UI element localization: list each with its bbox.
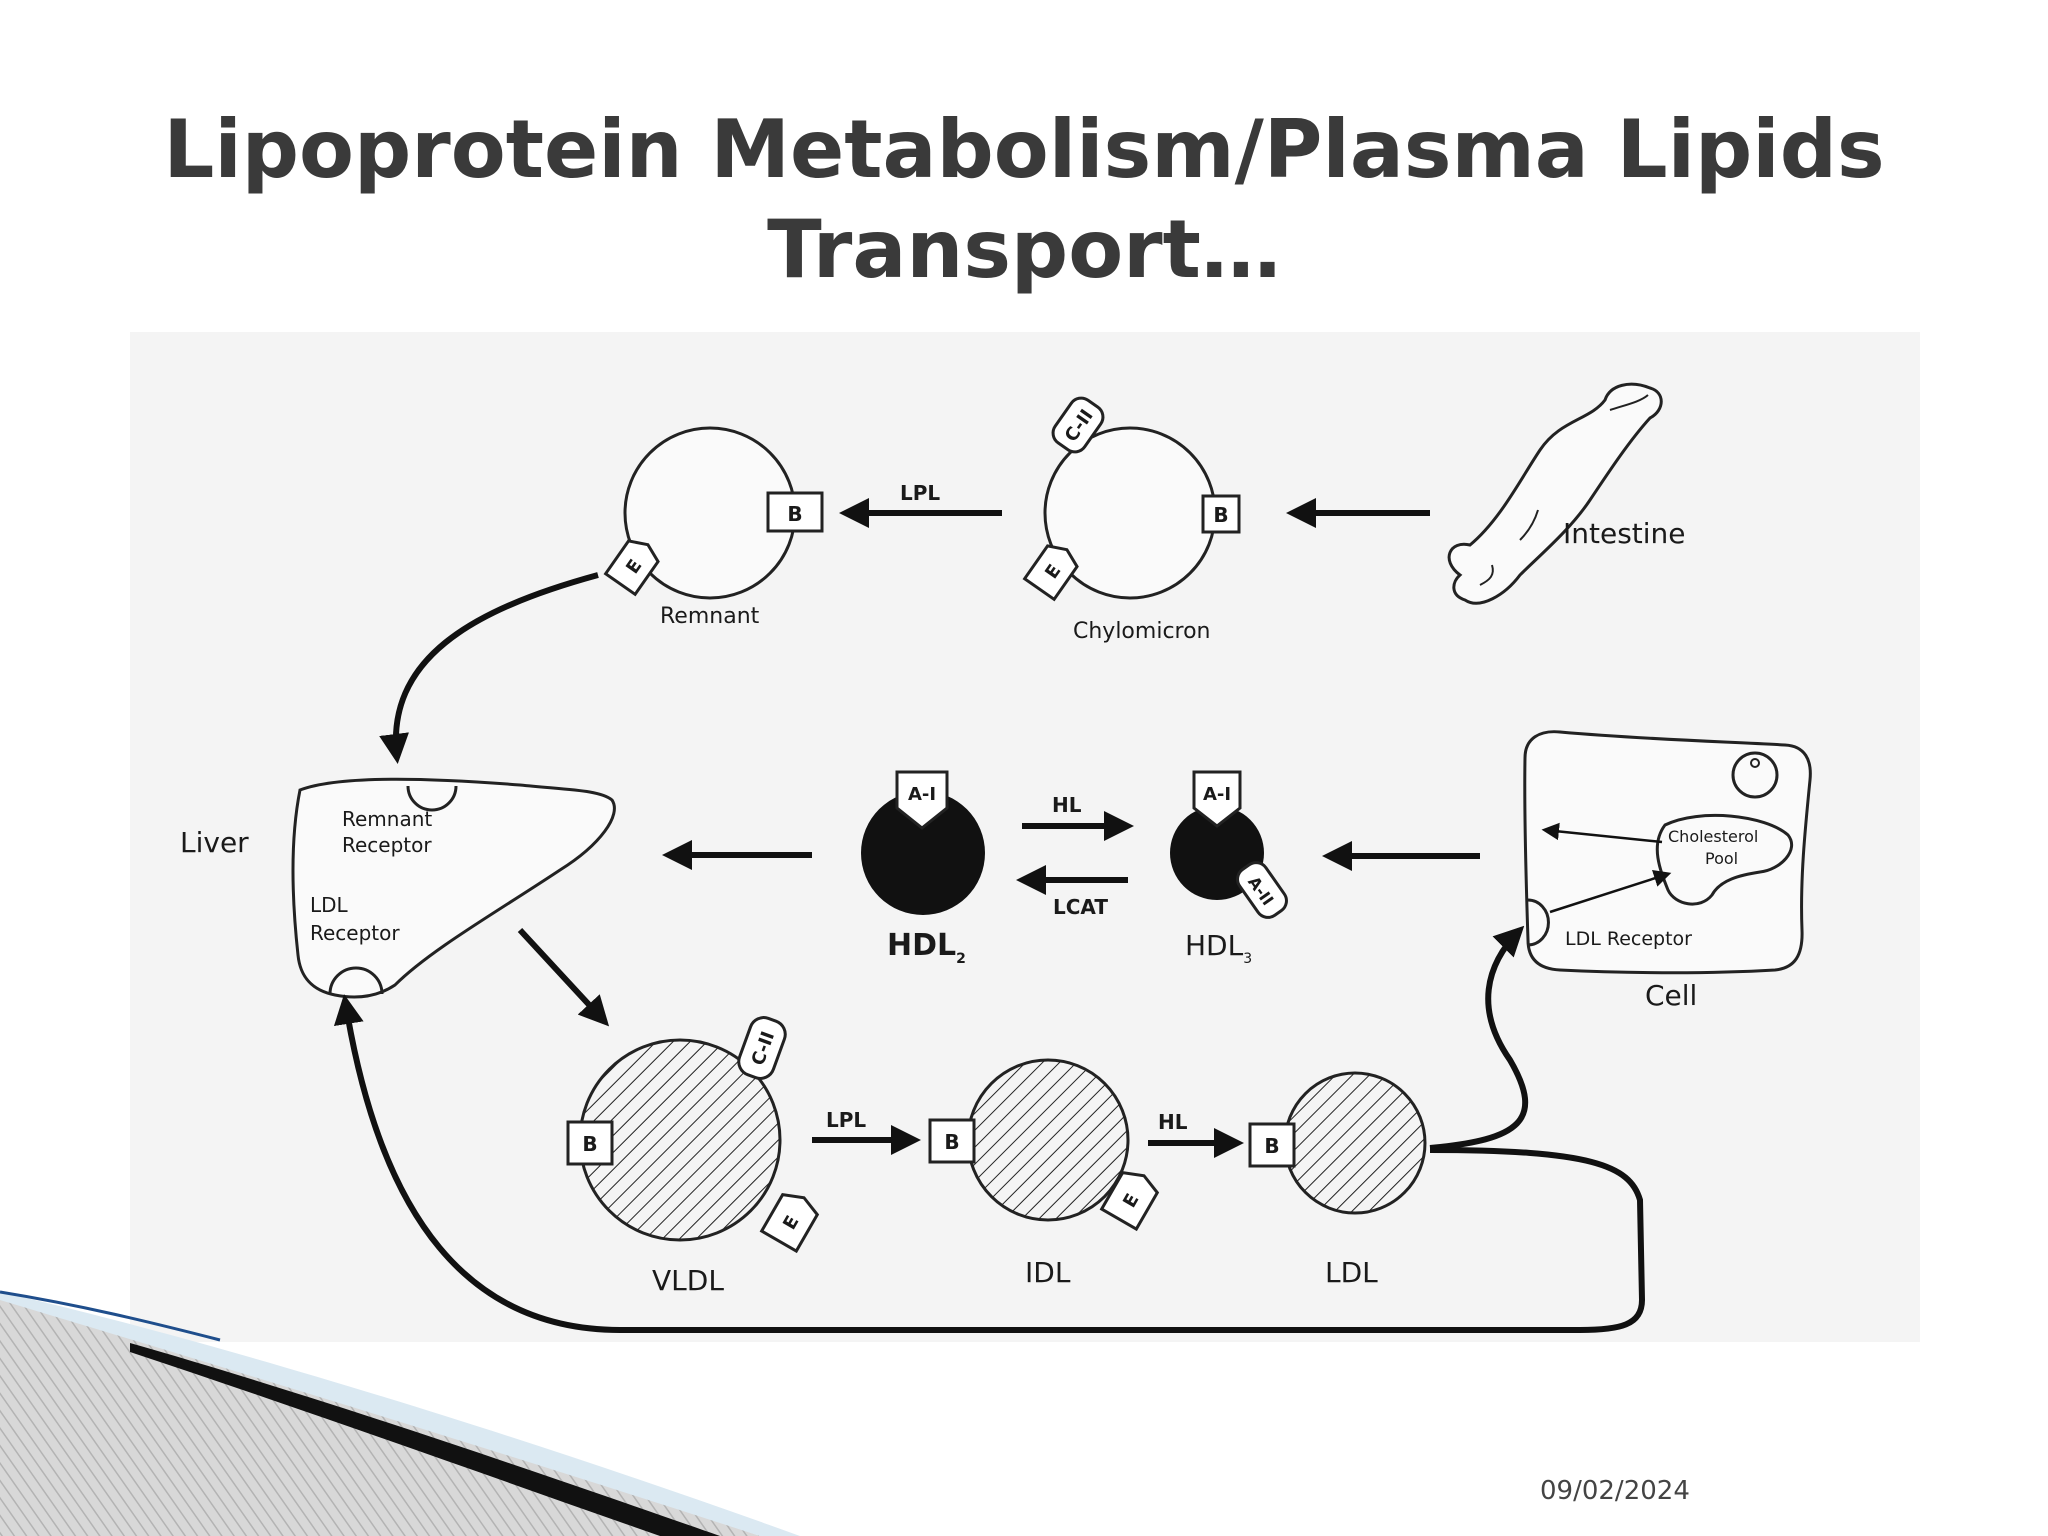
chylomicron-label: Chylomicron (1073, 619, 1211, 644)
svg-text:B: B (1264, 1134, 1279, 1158)
cell-shape (1523, 730, 1812, 975)
intestine-label: Intestine (1563, 517, 1686, 550)
enzyme-lpl-top: LPL (900, 481, 940, 505)
cholesterol-pool-label-2: Pool (1705, 849, 1738, 868)
ldl-particle: B (1248, 1071, 1427, 1215)
svg-text:A-I: A-I (1203, 784, 1231, 805)
lipoprotein-diagram: Intestine B C-II E Chylomicron LPL B E R… (130, 332, 1920, 1342)
arrow-ldl-to-cell (1429, 925, 1529, 1151)
title-line-2: Transport… (767, 203, 1281, 296)
enzyme-hl-mid: HL (1052, 793, 1082, 817)
idl-label: IDL (1025, 1256, 1071, 1289)
hdl3-particle: A-I A-II (1170, 770, 1288, 919)
liver-label: Liver (180, 826, 249, 859)
remnant-receptor-label-2: Receptor (342, 833, 432, 857)
chylomicron-particle: B C-II E (1022, 396, 1241, 602)
intestine-icon (1447, 382, 1663, 605)
ldl-receptor-label-2: Receptor (310, 921, 400, 945)
arrow-remnant-to-liver (379, 572, 599, 764)
enzyme-lcat: LCAT (1053, 895, 1108, 919)
slide-title: Lipoprotein Metabolism/Plasma Lipids Tra… (0, 100, 2048, 300)
svg-text:B: B (944, 1130, 959, 1154)
remnant-particle: B E (603, 426, 824, 600)
enzyme-hl-bottom: HL (1158, 1110, 1188, 1134)
liver-shape (291, 777, 616, 999)
svg-text:B: B (787, 502, 802, 526)
corner-decoration (0, 1290, 800, 1536)
hdl3-label: HDL3 (1185, 929, 1252, 967)
svg-text:B: B (1213, 503, 1228, 527)
idl-particle: B E (928, 1058, 1160, 1232)
vldl-label: VLDL (652, 1264, 724, 1297)
vldl-particle: B C-II E (566, 1016, 820, 1254)
title-line-1: Lipoprotein Metabolism/Plasma Lipids (163, 103, 1885, 196)
svg-text:B: B (582, 1132, 597, 1156)
cell-ldl-receptor-label: LDL Receptor (1565, 928, 1692, 950)
svg-text:A-I: A-I (908, 784, 936, 805)
hdl2-particle: A-I (861, 770, 985, 915)
arrow-ldl-to-liver (333, 994, 1646, 1333)
cholesterol-pool-label-1: Cholesterol (1668, 827, 1758, 846)
cell-label: Cell (1645, 979, 1697, 1012)
hdl2-label: HDL2 (887, 928, 966, 967)
remnant-receptor-label-1: Remnant (342, 807, 432, 831)
ldl-receptor-label-1: LDL (310, 893, 349, 917)
slide-date: 09/02/2024 (1540, 1476, 1690, 1506)
enzyme-lpl-bottom: LPL (826, 1108, 866, 1132)
ldl-label: LDL (1325, 1256, 1378, 1289)
remnant-label: Remnant (660, 604, 760, 629)
arrow-liver-to-vldl (517, 927, 610, 1027)
